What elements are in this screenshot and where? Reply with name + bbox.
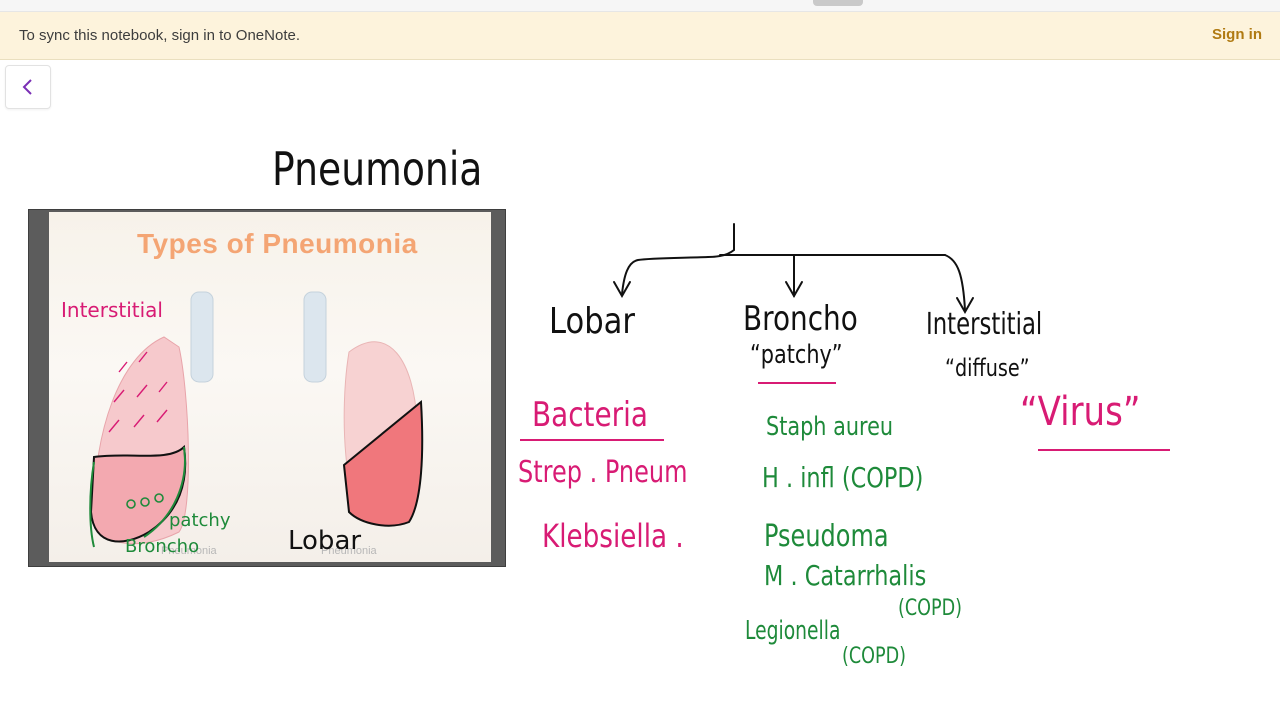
note-title: Pneumonia: [272, 142, 483, 196]
lungs-illustration: [89, 291, 424, 548]
sign-in-link[interactable]: Sign in: [1212, 26, 1262, 43]
chevron-left-icon: [22, 79, 32, 95]
lobar-item: Klebsiella .: [542, 517, 684, 555]
broncho-item: (COPD): [842, 644, 907, 669]
slide-caption-left: Pneumonia: [161, 545, 217, 557]
window-top-strip: [0, 0, 1280, 12]
slide-background: Types of Pneumonia: [49, 212, 491, 562]
slide-caption-right: Pneumonia: [321, 545, 377, 557]
pasted-slide-image[interactable]: Types of Pneumonia: [28, 209, 506, 567]
interstitial-heading: “Virus”: [1020, 389, 1141, 435]
broncho-item: Legionella: [745, 616, 841, 646]
window-drag-handle[interactable]: [813, 0, 863, 6]
sync-banner: To sync this notebook, sign in to OneNot…: [0, 12, 1280, 60]
lobar-item: Strep . Pneum: [518, 455, 688, 490]
note-canvas[interactable]: Pneumonia Types of Pneumonia: [0, 110, 1280, 720]
type-broncho: Broncho: [743, 299, 858, 339]
broncho-item: H . infl (COPD): [762, 461, 924, 494]
type-broncho-note: “patchy”: [750, 340, 843, 370]
broncho-item: (COPD): [898, 596, 963, 621]
slide-title: Types of Pneumonia: [137, 228, 418, 259]
slide-label-lobar: Lobar: [288, 526, 362, 556]
back-button[interactable]: [5, 65, 51, 109]
type-interstitial-note: “diffuse”: [945, 354, 1030, 382]
slide-label-interstitial: Interstitial: [61, 298, 163, 322]
broncho-item: Pseudoma: [764, 519, 889, 554]
slide-label-patchy: patchy: [169, 510, 231, 531]
sync-message: To sync this notebook, sign in to OneNot…: [19, 27, 300, 44]
broncho-item: M . Catarrhalis: [764, 559, 927, 592]
lobar-heading: Bacteria: [532, 395, 648, 435]
type-lobar: Lobar: [549, 301, 635, 342]
type-interstitial: Interstitial: [926, 307, 1043, 342]
broncho-item: Staph aureu: [766, 412, 894, 442]
slide-label-broncho: Broncho: [125, 536, 200, 557]
